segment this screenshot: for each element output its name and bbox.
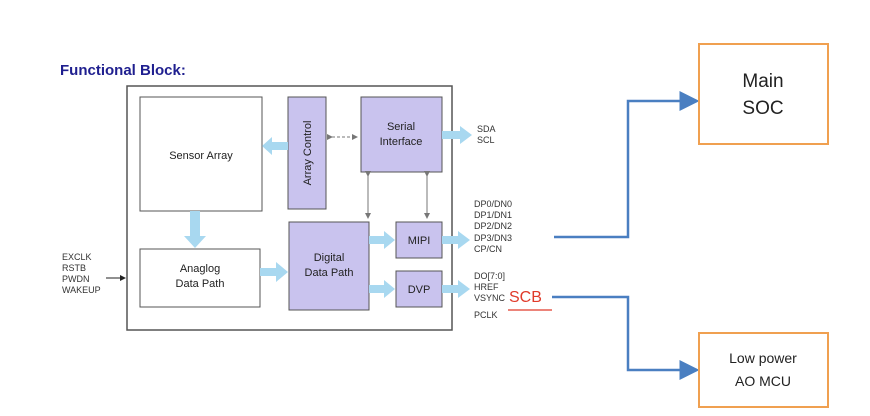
serial-signals: SDA SCL [477,124,496,145]
dvp-signal: VSYNC [474,293,506,303]
arrow-digital-to-mipi [369,231,395,249]
arrow-mipi-out [442,231,470,249]
dvp-signal: DO[7:0] [474,271,505,281]
array-control-label: Array Control [302,121,314,186]
dvp-signals: DO[7:0] HREF VSYNC PCLK [474,271,506,320]
main-soc-box [698,43,829,145]
wire-mipi-to-soc [554,91,700,239]
sensor-array-block [139,96,263,212]
mipi-signal: DP2/DN2 [474,221,512,231]
arrow-control-to-sensor [262,137,288,155]
digital-path-label-1: Digital [314,252,345,264]
arrow-dvp-out [442,280,470,298]
sensor-array-label: Sensor Array [169,150,233,162]
mcu-label-1: Low power [729,350,797,366]
input-signal: EXCLK [62,252,92,262]
mcu-label-2: AO MCU [735,373,791,389]
dvp-block [395,270,443,308]
serial-interface-label-2: Interface [380,136,423,148]
input-signals: EXCLK RSTB PWDN WAKEUP [62,252,101,295]
main-soc-label-2: SOC [742,98,783,119]
scb-annotation: SCB [509,289,542,306]
dvp-signal: HREF [474,282,499,292]
arrow-serial-out [442,126,472,144]
main-soc-label-1: Main [742,71,783,92]
mipi-block [395,221,443,259]
array-control-block [287,96,327,210]
serial-interface-label-1: Serial [387,121,415,133]
mipi-signals: DP0/DN0 DP1/DN1 DP2/DN2 DP3/DN3 CP/CN [474,199,512,254]
arrow-analog-to-digital [260,262,288,282]
diagram-title: Functional Block: [60,62,186,79]
analog-path-label-1: Anaglog [180,263,220,275]
mipi-signal: DP0/DN0 [474,199,512,209]
wire-dvp-to-mcu [552,295,700,380]
dvp-signal: PCLK [474,310,498,320]
serial-signal: SDA [477,124,496,134]
serial-interface-block [360,96,443,173]
input-signal: PWDN [62,274,90,284]
analog-data-path-block [139,248,261,308]
mipi-signal: DP1/DN1 [474,210,512,220]
mipi-label: MIPI [408,235,431,247]
analog-path-label-2: Data Path [176,278,225,290]
mipi-signal: CP/CN [474,244,502,254]
arrow-sensor-to-analog [184,211,206,248]
serial-signal: SCL [477,135,495,145]
mipi-signal: DP3/DN3 [474,233,512,243]
digital-path-label-2: Data Path [305,267,354,279]
input-signal: WAKEUP [62,285,101,295]
arrow-digital-to-dvp [369,280,395,298]
mcu-box [698,332,829,408]
input-signal: RSTB [62,263,86,273]
dvp-label: DVP [408,284,431,296]
digital-data-path-block [288,221,370,311]
